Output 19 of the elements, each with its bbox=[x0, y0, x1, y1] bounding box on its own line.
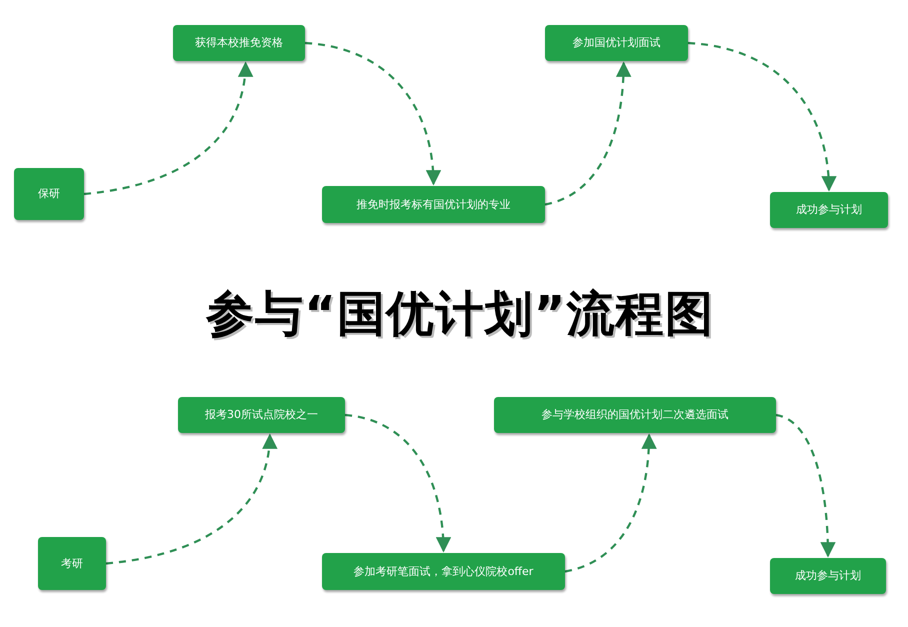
process-box: 参加考研笔面试，拿到心仪院校offer bbox=[322, 553, 565, 590]
dashed-arrow bbox=[544, 61, 631, 206]
process-box: 考研 bbox=[38, 537, 106, 590]
dashed-arrow bbox=[564, 433, 656, 573]
process-box: 参与学校组织的国优计划二次遴选面试 bbox=[494, 397, 776, 433]
dashed-arrow bbox=[344, 414, 451, 553]
process-box: 参加国优计划面试 bbox=[545, 25, 688, 61]
dashed-arrow bbox=[776, 414, 836, 558]
process-box: 成功参与计划 bbox=[770, 558, 886, 594]
process-box: 推免时报考标有国优计划的专业 bbox=[322, 186, 545, 223]
process-box: 报考30所试点院校之一 bbox=[178, 397, 345, 433]
dashed-arrow bbox=[304, 42, 441, 186]
dashed-arrow bbox=[84, 61, 252, 196]
process-box: 保研 bbox=[14, 168, 84, 220]
dashed-arrow bbox=[106, 433, 277, 565]
process-box: 获得本校推免资格 bbox=[173, 25, 305, 61]
title: 参与“国优计划”流程图 bbox=[204, 285, 716, 344]
process-box: 成功参与计划 bbox=[770, 192, 888, 228]
dashed-arrow bbox=[688, 42, 836, 192]
